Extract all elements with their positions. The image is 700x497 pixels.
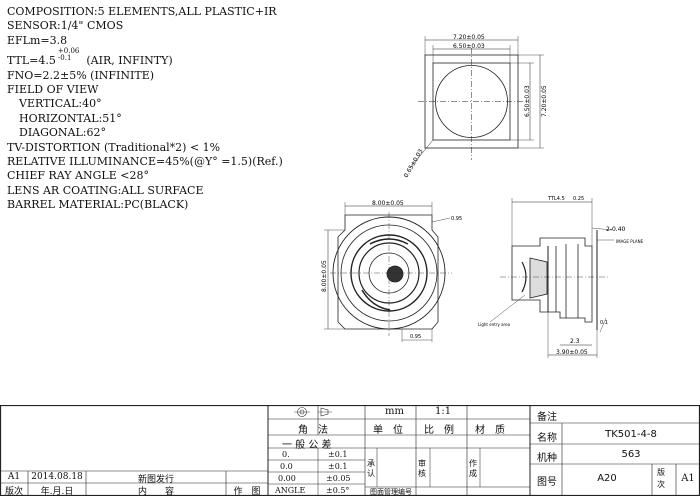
tol-val-3: ±0.5° xyxy=(326,486,350,495)
light-entry-label: Light entry area xyxy=(478,322,511,327)
spec-ttl-tolerance: +0.06-0.1 xyxy=(58,48,79,62)
scale-value: 1:1 xyxy=(435,406,452,417)
side-view-outline xyxy=(511,237,593,323)
hdr-author: 作 图 xyxy=(233,487,261,497)
drawing-no-label: 图号 xyxy=(537,477,557,488)
spec-tv-distortion: TV-DISTORTION (Traditional*2) < 1% xyxy=(7,140,221,154)
side-dim-outer: 7.20±0.05 xyxy=(541,85,548,117)
tol-val-0: ±0.1 xyxy=(328,450,348,459)
tol-val-2: ±0.05 xyxy=(326,474,351,483)
front-view-drawing xyxy=(324,202,452,342)
front-dim-bottom: 0.95 xyxy=(410,334,421,340)
hdr-content: 内 容 xyxy=(137,487,174,497)
spec-ttl-condition: (AIR, INFINTY) xyxy=(86,54,173,68)
spec-sensor: SENSOR:1/4" CMOS xyxy=(7,19,124,33)
side-chamfer: 2-0.40 xyxy=(606,226,626,233)
front-dim-small: 0.95 xyxy=(451,216,462,222)
side-dim-bottom-2: 3.90±0.05 xyxy=(556,349,588,356)
side-label-ttl: TTL4.5 xyxy=(547,196,565,202)
unit-label: 单 位 xyxy=(373,425,403,436)
drawing-no-value: A20 xyxy=(597,473,617,484)
front-dim-height: 8.00±0.05 xyxy=(321,260,328,292)
name-label: 名称 xyxy=(537,433,557,444)
side-dim-bottom-1: 2.3 xyxy=(570,338,580,345)
side-dim-inner: 6.50±0.03 xyxy=(524,85,531,117)
lens-drawings: 7.20±0.05 6.50±0.03 6.50±0.03 7.20±0.05 … xyxy=(321,34,644,358)
image-plane-label: IMAGE PLANE xyxy=(616,239,644,244)
approve-label: 承认 xyxy=(367,459,375,478)
spec-efl: EFLm=3.8 xyxy=(7,33,68,47)
title-block: mm 1:1 角 法 单 位 比 例 材 质 一 般 公 差 0. ±0.1 0… xyxy=(0,405,700,497)
hdr-version: 版次 xyxy=(4,487,23,497)
top-view-outer-square xyxy=(424,54,519,149)
general-tolerance-label: 一 般 公 差 xyxy=(282,440,332,451)
revision-label: 版次 xyxy=(657,468,665,489)
spec-fov-horizontal: HORIZONTAL:51° xyxy=(19,111,122,125)
top-dim-outer: 7.20±0.05 xyxy=(453,34,485,41)
spec-ttl-value: TTL=4.5 xyxy=(7,54,56,68)
rev-row-content: 新图发行 xyxy=(137,475,174,485)
ttl-tol-plus: +0.06 xyxy=(57,47,80,56)
footer-note: 图面管理编号 xyxy=(370,488,412,496)
revision-value: A1 xyxy=(681,473,695,484)
spec-relative-illuminance: RELATIVE ILLUMINANCE=45%(@Y° =1.5)(Ref.) xyxy=(7,155,283,169)
side-label-0-1: 0.1 xyxy=(600,320,608,326)
top-view-drawing xyxy=(409,36,544,169)
angle-method-label: 角 法 xyxy=(298,425,328,436)
spec-chief-ray-angle: CHIEF RAY ANGLE <28° xyxy=(7,169,149,183)
spec-ttl: TTL=4.5+0.06-0.1 (AIR, INFINTY) xyxy=(7,48,337,68)
tol-val-1: ±0.1 xyxy=(328,462,348,471)
tol-key-3: ANGLE xyxy=(275,486,306,495)
spec-fov-title: FIELD OF VIEW xyxy=(7,83,99,97)
diag-dim: 0.65±0.03 xyxy=(403,148,425,179)
name-value: TK501-4-8 xyxy=(605,429,657,440)
front-dim-width: 8.00±0.05 xyxy=(372,200,404,207)
author-label: 作成 xyxy=(469,459,477,478)
top-dim-inner: 6.50±0.03 xyxy=(453,43,485,50)
model-value: 563 xyxy=(621,449,641,460)
spec-fov-vertical: VERTICAL:40° xyxy=(19,97,102,111)
ttl-tol-minus: -0.1 xyxy=(57,54,72,63)
ratio-label: 比 例 xyxy=(424,425,454,436)
lens-spec-list: COMPOSITION:5 ELEMENTS,ALL PLASTIC+IR SE… xyxy=(7,5,337,213)
rev-row-date: 2014.08.18 xyxy=(31,472,83,482)
spec-lens-coating: LENS AR COATING:ALL SURFACE xyxy=(7,183,204,197)
unit-mm: mm xyxy=(385,406,404,417)
spec-barrel-material: BARREL MATERIAL:PC(BLACK) xyxy=(7,198,189,212)
tol-key-0: 0. xyxy=(282,450,290,459)
tol-key-1: 0.0 xyxy=(280,462,293,471)
spec-composition: COMPOSITION:5 ELEMENTS,ALL PLASTIC+IR xyxy=(7,5,277,18)
rev-row-version: A1 xyxy=(7,472,21,482)
spec-fno: FNO=2.2±5% (INFINITE) xyxy=(7,68,155,82)
material-label: 材 质 xyxy=(475,425,505,436)
spec-fov-diagonal: DIAGONAL:62° xyxy=(19,126,106,140)
review-label: 审核 xyxy=(418,459,426,478)
side-label-top: 0.25 xyxy=(573,196,584,202)
hdr-date: 年.月.日 xyxy=(40,487,74,497)
model-label: 机种 xyxy=(537,453,557,464)
tol-key-2: 0.00 xyxy=(278,474,296,483)
remark-label: 备注 xyxy=(537,412,557,423)
side-view-drawing xyxy=(489,198,614,358)
